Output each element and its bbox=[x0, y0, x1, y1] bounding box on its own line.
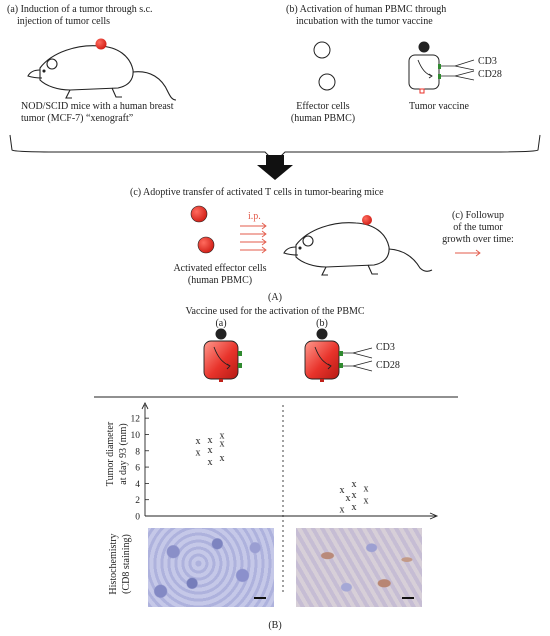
followup-arrow-icon bbox=[455, 249, 481, 257]
activated-caption: Activated effector cells bbox=[173, 263, 267, 274]
tumor-icon bbox=[362, 215, 372, 225]
vaccine-b-label: (b) bbox=[316, 318, 328, 329]
ip-arrows-icon bbox=[240, 222, 267, 254]
activated-cell-icon bbox=[190, 205, 208, 223]
effector-cell-icon bbox=[313, 41, 331, 59]
vaccine-a-icon bbox=[203, 328, 242, 382]
step-a-title: (a) Induction of a tumor through s.c. bbox=[7, 4, 153, 15]
cd3-label: CD3 bbox=[478, 56, 497, 67]
followup-caption: (c) Followup bbox=[452, 210, 504, 221]
data-point: x bbox=[346, 493, 351, 504]
step-c-title: (c) Adoptive transfer of activated T cel… bbox=[130, 187, 384, 198]
data-point: x bbox=[196, 447, 201, 458]
data-point: x bbox=[220, 438, 225, 449]
vaccine-cd28-label: CD28 bbox=[376, 360, 400, 371]
data-point: x bbox=[364, 483, 369, 494]
vaccine-b-icon bbox=[304, 328, 373, 382]
effector-cell-icon bbox=[318, 73, 336, 91]
step-b-title-line2: incubation with the tumor vaccine bbox=[296, 16, 433, 27]
vaccines-title: Vaccine used for the activation of the P… bbox=[185, 306, 365, 317]
y-tick-label: 8 bbox=[135, 447, 140, 457]
effector-caption-line2: (human PBMC) bbox=[290, 113, 356, 124]
data-point: x bbox=[208, 435, 213, 446]
data-point: x bbox=[352, 479, 357, 490]
followup-caption-line3: growth over time: bbox=[442, 234, 514, 245]
y-axis-ticks: 0 2 4 6 8 10 12 bbox=[131, 415, 149, 523]
cd28-label: CD28 bbox=[478, 69, 502, 80]
activated-caption-line2: (human PBMC) bbox=[187, 275, 253, 286]
data-point: x bbox=[352, 502, 357, 513]
data-point: x bbox=[340, 504, 345, 515]
chart-ylabel: Tumor diameter bbox=[105, 421, 116, 487]
step-a-title-line2: injection of tumor cells bbox=[17, 16, 111, 27]
panel-a-label: (A) bbox=[268, 292, 282, 303]
y-tick-label: 2 bbox=[135, 496, 140, 506]
mouse-caption-line2: tumor (MCF-7) “xenograft” bbox=[21, 113, 134, 124]
vaccine-caption: Tumor vaccine bbox=[409, 101, 469, 112]
ip-label: i.p. bbox=[248, 211, 261, 222]
vaccine-a-label: (a) bbox=[215, 318, 227, 329]
data-point: x bbox=[352, 490, 357, 501]
data-point: x bbox=[220, 453, 225, 464]
y-tick-label: 12 bbox=[131, 415, 141, 425]
data-point: x bbox=[340, 485, 345, 496]
step-b-title: (b) Activation of human PBMC through bbox=[286, 4, 447, 15]
mouse-caption: NOD/SCID mice with a human breast bbox=[21, 101, 174, 112]
data-point: x bbox=[196, 436, 201, 447]
mouse-with-tumor-icon bbox=[283, 222, 433, 276]
activated-cell-icon bbox=[197, 236, 215, 254]
y-tick-label: 6 bbox=[135, 464, 140, 474]
histo-label-line2: (CD8 staining) bbox=[121, 534, 132, 594]
y-tick-label: 10 bbox=[131, 431, 141, 441]
down-arrow-icon bbox=[257, 155, 293, 180]
tumor-icon bbox=[95, 38, 107, 50]
effector-caption: Effector cells bbox=[296, 101, 350, 112]
data-point: x bbox=[364, 496, 369, 507]
panel-b-label: (B) bbox=[268, 620, 282, 631]
data-point: x bbox=[220, 430, 225, 441]
histology-image-b bbox=[296, 528, 422, 607]
chart-ylabel-line2: at day 93 (mm) bbox=[118, 423, 129, 485]
tumor-vaccine-icon bbox=[408, 41, 475, 94]
histo-label: Histochemistry bbox=[108, 533, 119, 595]
chart-axes bbox=[141, 401, 439, 520]
mouse-with-tumor-icon bbox=[27, 45, 177, 101]
followup-caption-line2: of the tumor bbox=[453, 222, 503, 233]
y-tick-label: 4 bbox=[135, 480, 140, 490]
data-point: x bbox=[208, 457, 213, 468]
histology-image-a bbox=[148, 528, 274, 607]
y-tick-label: 0 bbox=[135, 513, 140, 523]
vaccine-cd3-label: CD3 bbox=[376, 342, 395, 353]
data-point: x bbox=[208, 445, 213, 456]
